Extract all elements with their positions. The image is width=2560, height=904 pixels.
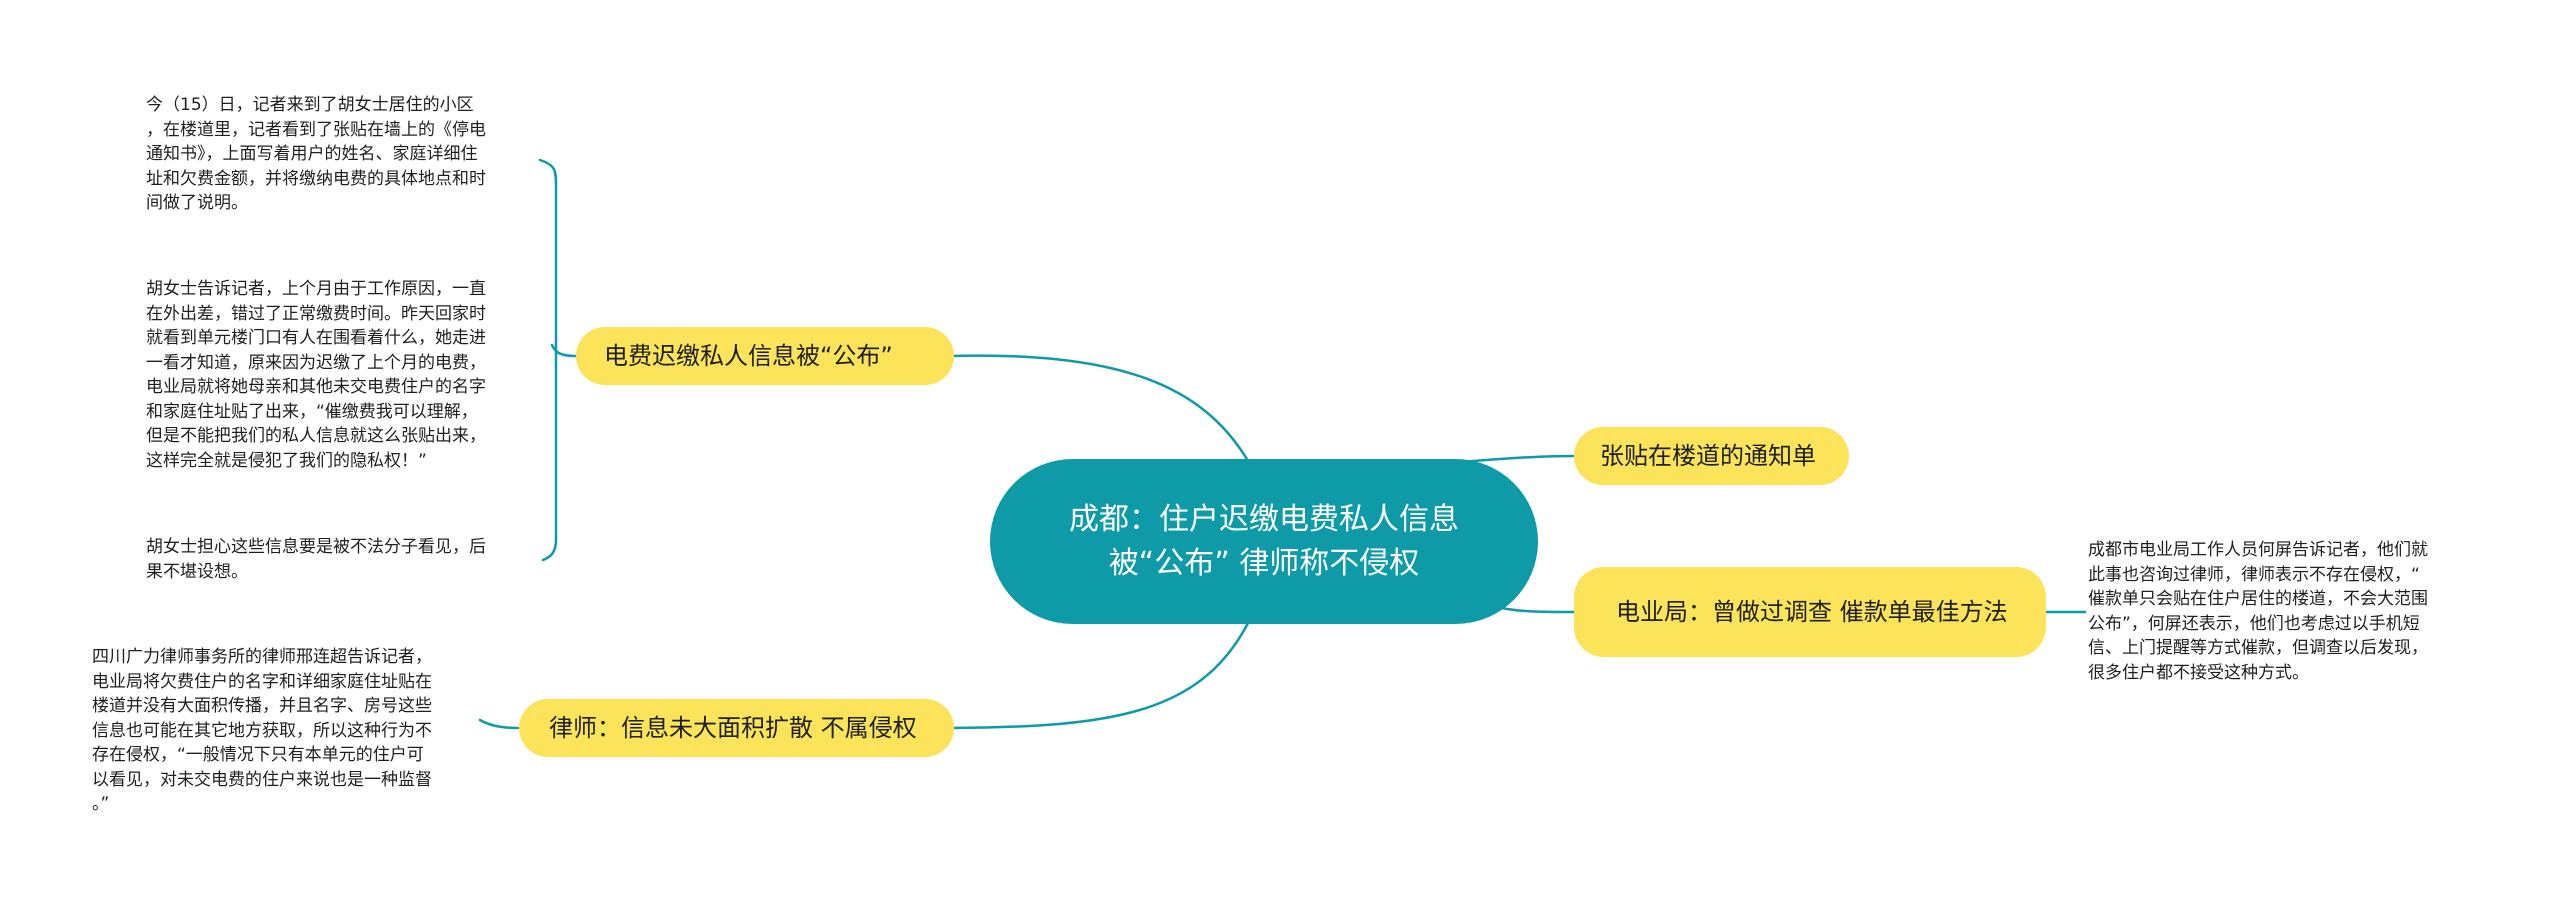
note-visit-details: 今（15）日，记者来到了胡女士居住的小区 ，在楼道里，记者看到了张贴在墙上的《停…	[146, 95, 486, 213]
topic-left-upper[interactable]: 电费迟缴私人信息被“公布”	[576, 327, 954, 385]
topic-right-upper[interactable]: 张贴在楼道的通知单	[1574, 427, 1849, 485]
note-resident-concern: 胡女士担心这些信息要是被不法分子看见，后 果不堪设想。	[146, 537, 486, 582]
link-central-left-upper	[948, 354, 1250, 463]
notes-bracket	[538, 158, 558, 562]
link-central-left-lower	[948, 621, 1250, 730]
central-topic[interactable]: 成都：住户迟缴电费私人信息被“公布” 律师称不侵权	[990, 459, 1538, 624]
central-topic-label: 成都：住户迟缴电费私人信息被“公布” 律师称不侵权	[1069, 501, 1459, 581]
topic-left-lower[interactable]: 律师：信息未大面积扩散 不属侵权	[519, 699, 954, 757]
note-power-bureau-response: 成都市电业局工作人员何屏告诉记者，他们就 此事也咨询过律师，律师表示不存在侵权，…	[2088, 540, 2428, 683]
note-resident-account: 胡女士告诉记者，上个月由于工作原因，一直 在外出差，错过了正常缴费时间。昨天回家…	[146, 279, 486, 471]
topic-left-lower-label: 律师：信息未大面积扩散 不属侵权	[549, 714, 917, 742]
link-topic-to-note-4	[478, 718, 520, 730]
note-lawyer-opinion: 四川广力律师事务所的律师邢连超告诉记者， 电业局将欠费住户的名字和详细家庭住址贴…	[92, 647, 432, 814]
link-topic-to-notes-bracket	[550, 343, 577, 358]
topic-right-upper-label: 张贴在楼道的通知单	[1600, 442, 1816, 470]
link-central-right-lower	[1494, 605, 1577, 614]
topic-right-lower[interactable]: 电业局：曾做过调查 催款单最佳方法	[1574, 567, 2046, 657]
topic-left-upper-label: 电费迟缴私人信息被“公布”	[604, 342, 893, 370]
topic-right-lower-label: 电业局：曾做过调查 催款单最佳方法	[1616, 598, 2008, 626]
